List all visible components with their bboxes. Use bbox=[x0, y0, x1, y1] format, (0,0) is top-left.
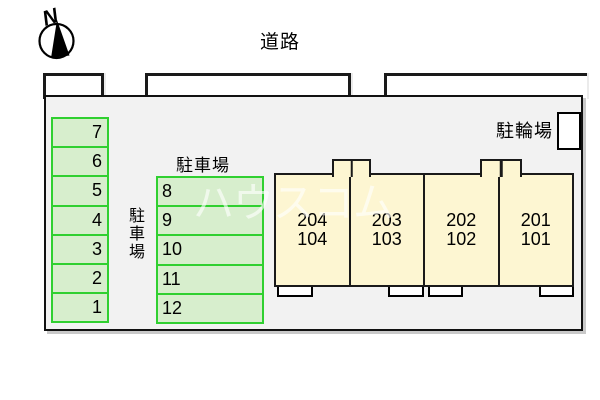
parking-space-number: 7 bbox=[91, 122, 102, 142]
road-wall-middle bbox=[145, 73, 351, 99]
unit-number-lower: 101 bbox=[520, 229, 551, 249]
parking-space-number: 10 bbox=[162, 239, 183, 260]
building-unit: 202 102 bbox=[423, 175, 498, 285]
parking-middle-label: 駐車場 bbox=[176, 156, 230, 175]
unit-number-lower: 104 bbox=[297, 229, 328, 249]
parking-space: 4 bbox=[51, 204, 109, 236]
unit-divider bbox=[350, 161, 353, 177]
parking-space-number: 4 bbox=[91, 209, 102, 230]
building-stair-tab bbox=[332, 159, 371, 177]
parking-space: 11 bbox=[156, 263, 264, 295]
unit-divider bbox=[499, 161, 503, 177]
bicycle-parking-rect bbox=[557, 112, 581, 150]
site-area: 駐輪場 7 6 5 4 3 2 1 駐車場 駐車場 8 9 10 11 12 2… bbox=[44, 95, 583, 331]
road-label: 道路 bbox=[259, 32, 300, 53]
parking-space: 9 bbox=[156, 205, 264, 237]
parking-space: 10 bbox=[156, 234, 264, 266]
parking-space: 6 bbox=[51, 146, 109, 178]
unit-number-upper: 201 bbox=[520, 210, 551, 230]
parking-space-number: 5 bbox=[91, 180, 102, 201]
building-entrance-notch bbox=[539, 287, 574, 297]
unit-number-upper: 203 bbox=[371, 210, 402, 230]
parking-space: 1 bbox=[51, 292, 109, 324]
parking-space: 2 bbox=[51, 262, 109, 295]
parking-space-number: 12 bbox=[162, 297, 183, 318]
building-unit: 201 101 bbox=[497, 175, 573, 285]
compass-icon: N bbox=[38, 4, 75, 60]
building-entrance-notch bbox=[388, 287, 424, 297]
road-wall-left bbox=[43, 73, 104, 99]
building-stair-tab bbox=[480, 159, 522, 177]
parking-column-left: 7 6 5 4 3 2 1 bbox=[51, 117, 109, 324]
compass-n-label: N bbox=[40, 4, 62, 31]
parking-space: 12 bbox=[156, 292, 264, 324]
unit-number-upper: 202 bbox=[446, 210, 477, 230]
road-wall-right bbox=[384, 73, 587, 99]
parking-space-number: 9 bbox=[162, 210, 173, 231]
parking-column-middle: 8 9 10 11 12 bbox=[156, 176, 264, 324]
parking-space-number: 8 bbox=[162, 181, 173, 201]
parking-space-number: 2 bbox=[91, 267, 102, 288]
parking-space: 7 bbox=[51, 117, 109, 149]
parking-space-number: 6 bbox=[91, 151, 102, 172]
building-unit: 204 104 bbox=[276, 175, 349, 285]
unit-number-lower: 102 bbox=[446, 229, 477, 249]
building-unit: 203 103 bbox=[348, 175, 424, 285]
parking-space: 5 bbox=[51, 175, 109, 207]
unit-number-upper: 204 bbox=[297, 210, 328, 230]
parking-space-number: 1 bbox=[91, 297, 102, 318]
building-entrance-notch bbox=[428, 287, 463, 297]
bicycle-parking-label: 駐輪場 bbox=[496, 121, 553, 141]
unit-number-lower: 103 bbox=[371, 229, 402, 249]
parking-space: 3 bbox=[51, 233, 109, 265]
parking-space-number: 11 bbox=[162, 268, 181, 289]
building: 204 104 203 103 202 102 201 101 bbox=[274, 173, 574, 287]
parking-left-label: 駐車場 bbox=[126, 207, 143, 261]
parking-space: 8 bbox=[156, 176, 264, 208]
parking-space-number: 3 bbox=[91, 238, 102, 259]
building-entrance-notch bbox=[277, 287, 313, 297]
